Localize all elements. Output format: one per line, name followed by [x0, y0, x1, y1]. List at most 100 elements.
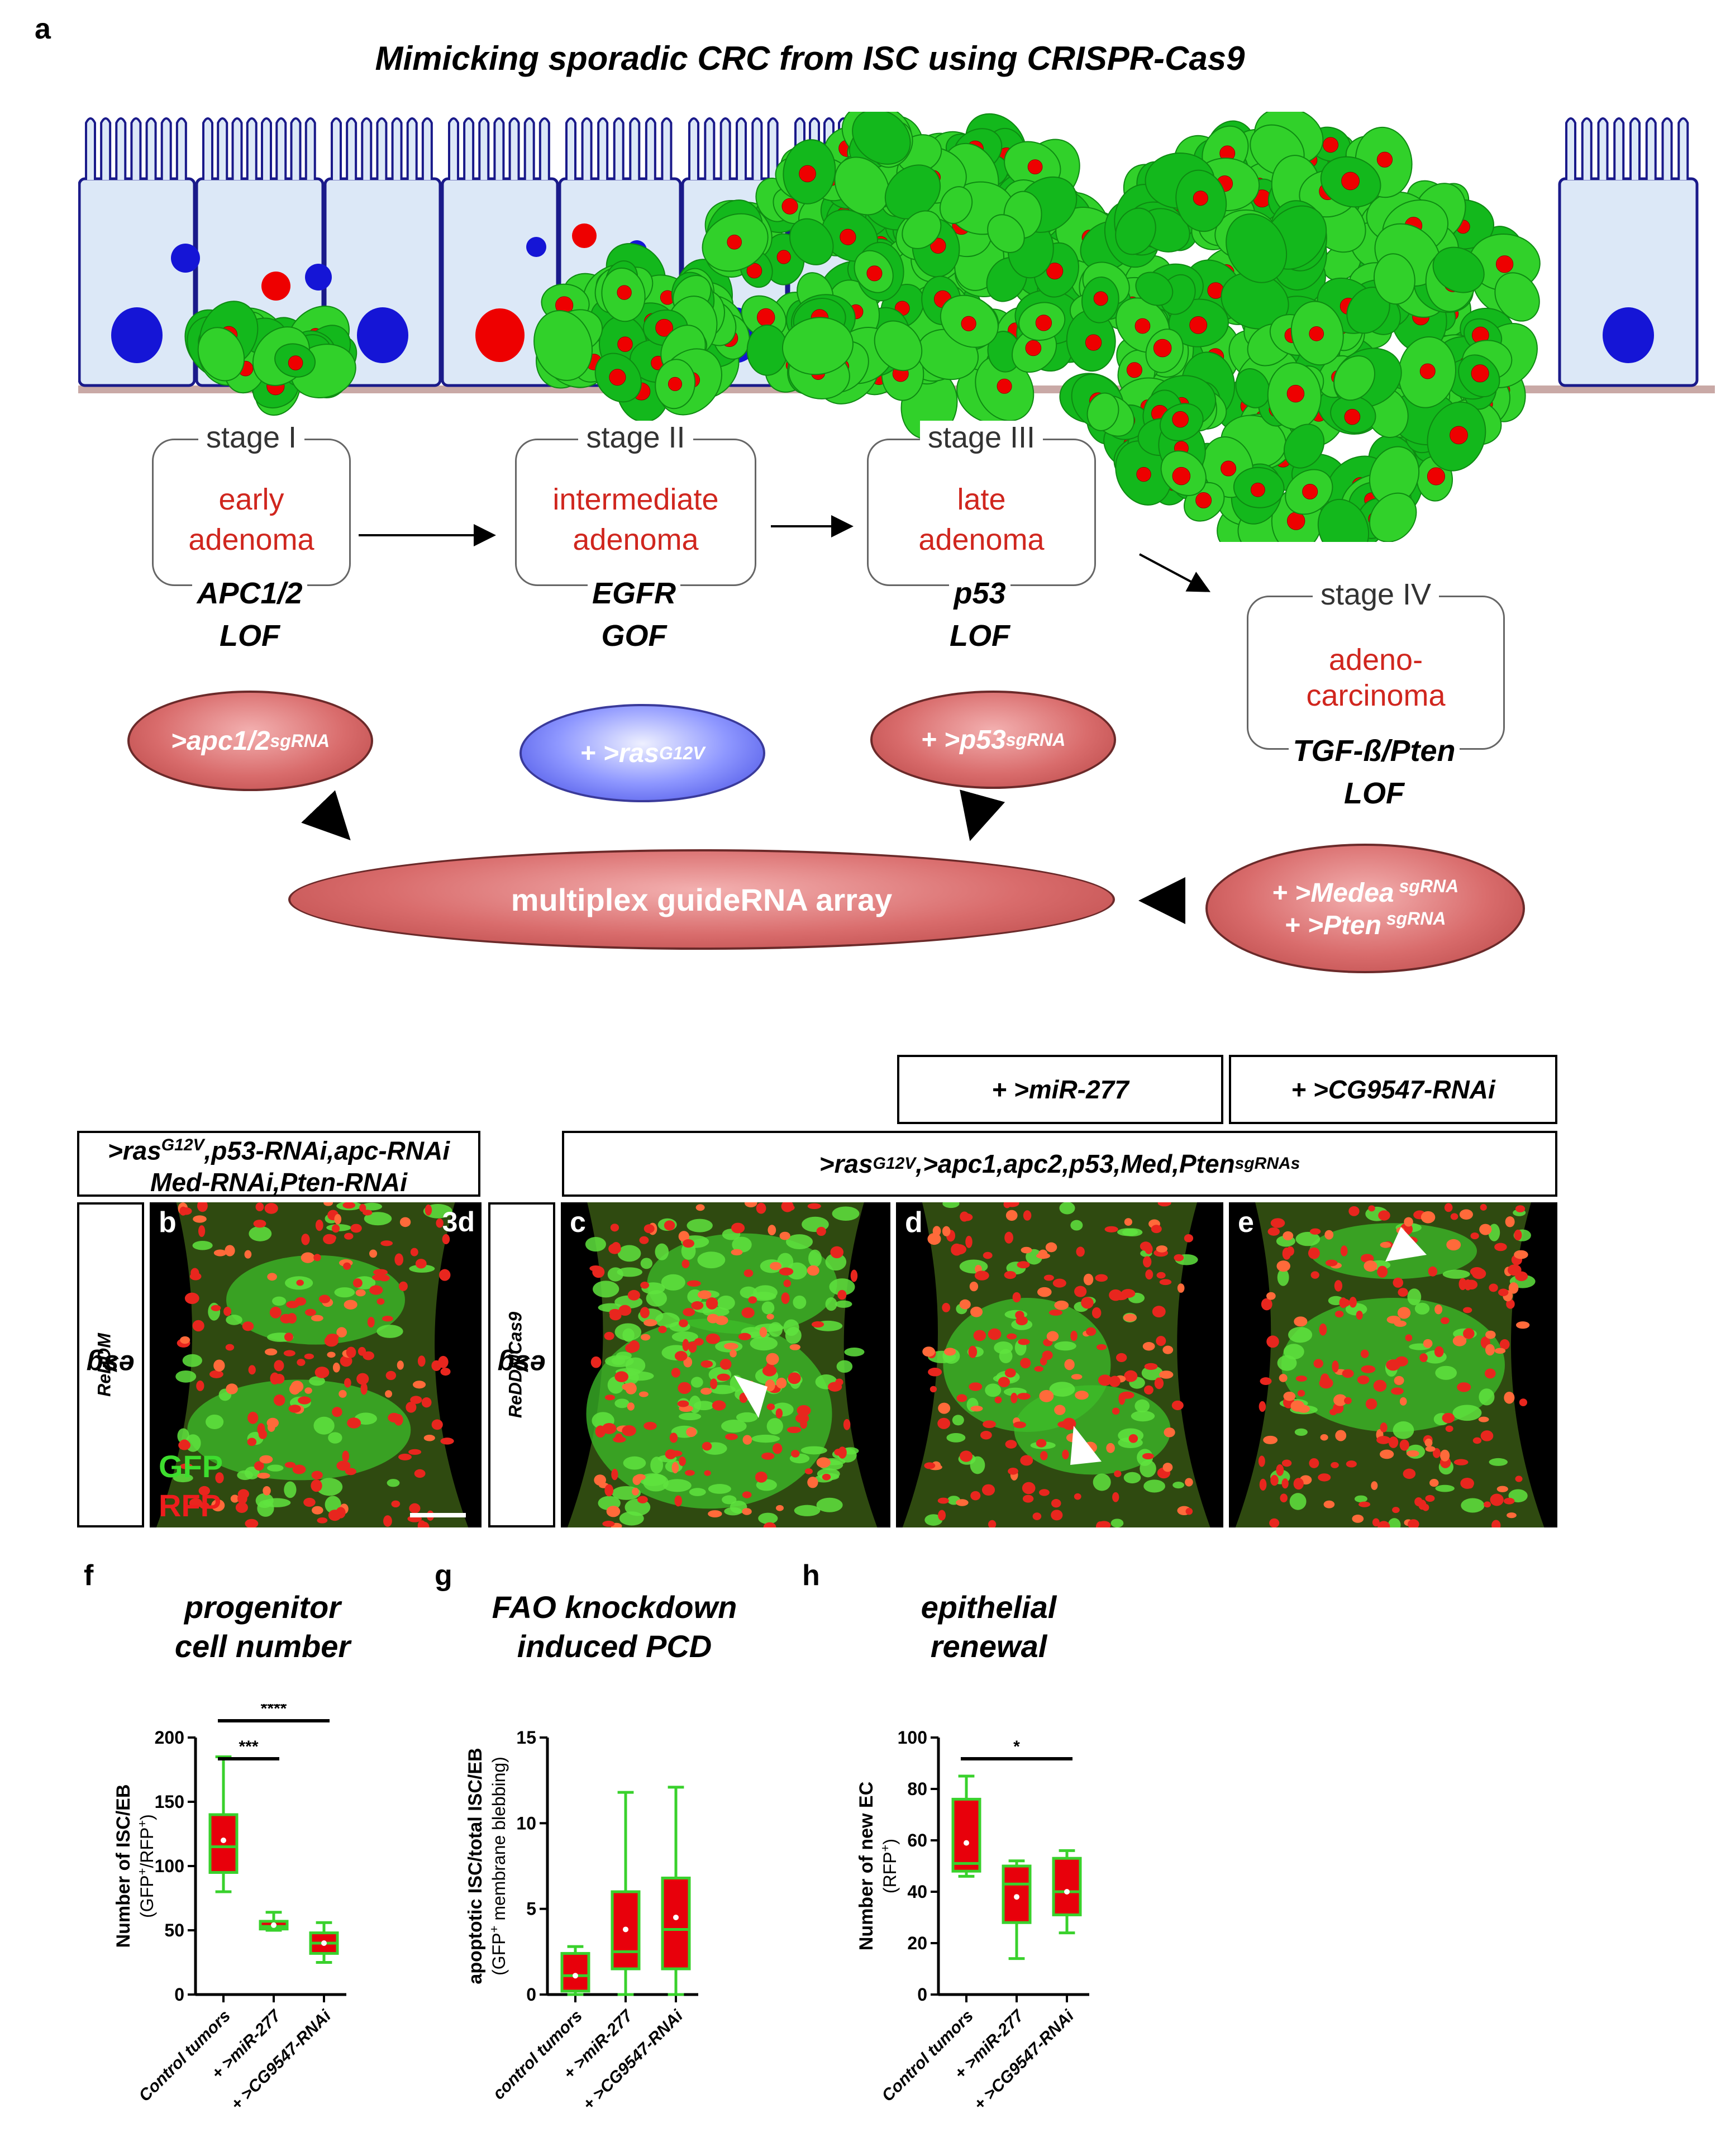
microvillus: [645, 117, 656, 180]
rfp-nucleus: [1095, 1521, 1104, 1527]
gfp-cell: [825, 1253, 847, 1271]
rfp-nucleus: [1452, 1335, 1467, 1346]
box-iqr: [1002, 1864, 1032, 1924]
microvillus: [629, 117, 641, 180]
rfp-nucleus: [843, 1419, 851, 1430]
gfp-cell: [244, 1466, 260, 1479]
rfp-nucleus: [970, 1405, 983, 1412]
rfp-nucleus: [360, 1382, 368, 1395]
rfp-nucleus: [1162, 1463, 1173, 1472]
rfp-nucleus: [298, 1396, 311, 1405]
tumor-nucleus: [1341, 172, 1360, 191]
y-tick-label: 0: [917, 1984, 927, 2005]
rfp-nucleus: [1392, 1507, 1400, 1514]
gfp-cell: [1172, 1482, 1185, 1489]
rfp-nucleus: [345, 1468, 356, 1476]
microvillus: [448, 117, 459, 180]
rfp-nucleus: [1159, 1279, 1172, 1286]
gfp-cell: [663, 1479, 692, 1492]
rfp-nucleus: [1109, 1376, 1121, 1387]
y-axis-label-line2: (GFP+/RFP+): [135, 1814, 157, 1918]
gfp-cell: [614, 1323, 642, 1341]
rfp-nucleus: [409, 1503, 421, 1514]
rfp-nucleus: [1095, 1274, 1108, 1282]
rfp-nucleus: [314, 1367, 330, 1378]
y-tick-label: 100: [155, 1856, 184, 1876]
rfp-nucleus: [284, 1332, 294, 1341]
gfp-cell: [783, 1319, 799, 1336]
rfp-nucleus: [259, 1455, 273, 1464]
microvillus: [421, 117, 433, 180]
rfp-nucleus: [225, 1245, 235, 1257]
rfp-nucleus: [311, 1470, 323, 1480]
rfp-nucleus: [1515, 1205, 1526, 1212]
rfp-nucleus: [625, 1382, 637, 1395]
microvillus: [275, 117, 287, 180]
rfp-nucleus: [414, 1469, 426, 1478]
rfp-nucleus: [1445, 1425, 1453, 1432]
rfp-nucleus: [674, 1495, 683, 1507]
rfp-nucleus: [1157, 1202, 1171, 1207]
rfp-nucleus: [1017, 1261, 1030, 1269]
gfp-cell: [942, 1202, 960, 1208]
gfp-cell: [316, 1478, 343, 1496]
rfp-nucleus: [956, 1394, 967, 1402]
gfp-patch: [187, 1379, 411, 1481]
rfp-nucleus: [198, 1486, 210, 1496]
tumor-cell: [1333, 355, 1375, 401]
gfp-cell: [952, 1415, 964, 1426]
gfp-cell: [376, 1325, 403, 1338]
gfp-cell: [182, 1354, 202, 1367]
rfp-nucleus: [960, 1450, 973, 1462]
rfp-nucleus: [1470, 1232, 1479, 1240]
micrograph-b-image: [150, 1202, 482, 1527]
rfp-nucleus: [1070, 1330, 1078, 1341]
box-mean: [321, 1940, 327, 1946]
microvillus: [304, 117, 316, 180]
y-tick-label: 150: [155, 1792, 184, 1812]
rfp-nucleus: [682, 1239, 694, 1248]
rfp-nucleus: [363, 1351, 375, 1360]
rfp-nucleus: [1335, 1430, 1347, 1441]
gfp-cell: [263, 1498, 291, 1507]
rfp-nucleus: [1484, 1368, 1496, 1379]
tumor-nucleus: [1172, 411, 1189, 428]
rfp-nucleus: [1276, 1464, 1284, 1476]
rfp-nucleus: [683, 1308, 695, 1317]
rfp-nucleus: [431, 1419, 443, 1430]
gfp-cell: [614, 1398, 630, 1408]
tumor-nucleus: [617, 336, 633, 352]
rfp-nucleus: [1185, 1478, 1193, 1487]
rfp-nucleus: [637, 1496, 648, 1503]
microvillus: [597, 117, 609, 180]
rfp-nucleus: [715, 1316, 728, 1325]
rfp-nucleus: [742, 1491, 752, 1498]
rfp-nucleus: [412, 1381, 426, 1389]
gfp-cell: [1123, 1472, 1141, 1484]
rfp-nucleus: [725, 1433, 738, 1440]
tumor-cell: [987, 214, 1025, 253]
gfp-cell: [1122, 1228, 1143, 1236]
rfp-nucleus: [1267, 1227, 1280, 1236]
small-nucleus: [171, 244, 200, 273]
rfp-nucleus: [1358, 1501, 1371, 1507]
gfp-cell: [226, 1315, 242, 1325]
rfp-nucleus: [807, 1203, 821, 1210]
tumor-nucleus: [1027, 159, 1043, 175]
box-iqr: [208, 1813, 239, 1874]
rfp-nucleus: [1156, 1336, 1166, 1346]
gfp-cell: [750, 1336, 778, 1351]
rfp-nucleus: [970, 1306, 983, 1317]
microvillus: [1597, 117, 1609, 180]
rfp-nucleus: [1386, 1359, 1400, 1371]
rfp-nucleus: [671, 1368, 680, 1378]
box-iqr: [1052, 1857, 1082, 1916]
rfp-nucleus: [1331, 1462, 1339, 1468]
rfp-nucleus: [385, 1390, 393, 1398]
rfp-nucleus: [988, 1520, 997, 1527]
rfp-nucleus: [332, 1407, 342, 1417]
rfp-nucleus: [1091, 1307, 1102, 1319]
tumor-nucleus: [781, 198, 798, 215]
rfp-nucleus: [287, 1313, 297, 1324]
